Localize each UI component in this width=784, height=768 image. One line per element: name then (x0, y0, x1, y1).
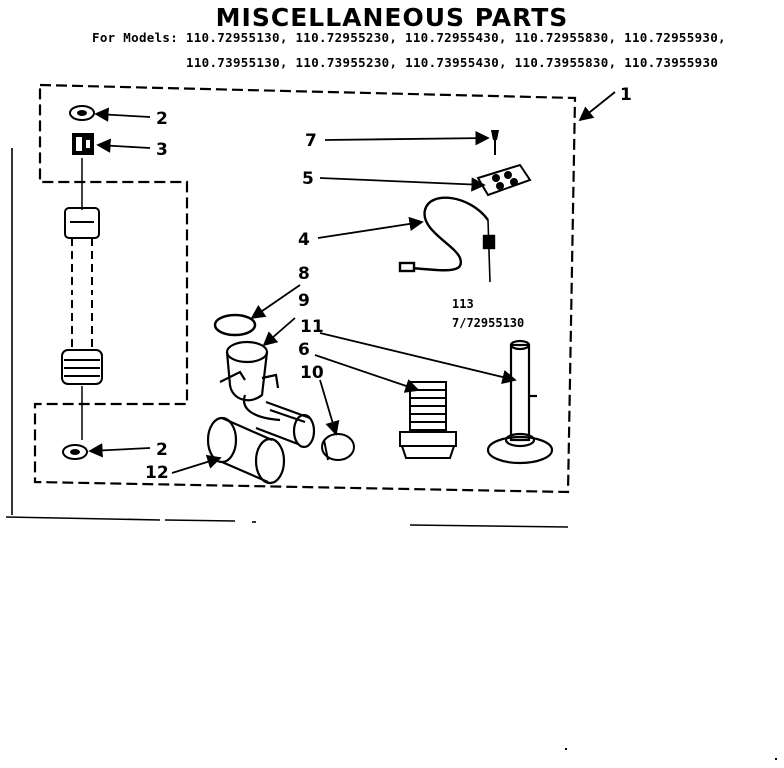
models-line-1: For Models: 110.72955130, 110.72955230, … (92, 30, 726, 45)
callout-11: 11 (300, 317, 324, 337)
clamp-ring-part (321, 433, 355, 461)
leader-lines (88, 91, 616, 474)
o-ring-part (213, 313, 257, 337)
clip-part (476, 163, 532, 197)
scan-specks (565, 748, 777, 760)
post-base-part (486, 339, 554, 465)
page-title: MISCELLANEOUS PARTS (215, 3, 569, 32)
callout-5: 5 (302, 169, 314, 189)
callout-10: 10 (300, 363, 324, 383)
callout-3: 3 (156, 140, 168, 160)
callout-labels: 1 2 3 7 5 4 8 9 11 6 10 2 12 (145, 85, 632, 483)
callout-12: 12 (145, 463, 169, 483)
shaft-nut (72, 133, 94, 155)
callout-7: 7 (305, 131, 317, 151)
shaft-upper-coupling (64, 207, 100, 295)
scan-border-lines (5, 148, 569, 528)
kit-outline (33, 83, 577, 494)
cord-part (398, 196, 496, 283)
shaft-washer-top (69, 105, 95, 121)
models-line-2: 110.73955130, 110.73955230, 110.73955430… (186, 55, 719, 70)
callout-8: 8 (298, 264, 310, 284)
diagram-id-line-2: 7/72955130 (452, 316, 524, 330)
callout-2-top: 2 (156, 109, 168, 129)
shaft-washer-bottom (62, 444, 88, 460)
callout-1: 1 (620, 85, 632, 105)
spring-cap-part (399, 381, 457, 459)
coupler-tube-part (206, 416, 286, 485)
hose-elbow-part (219, 340, 281, 422)
screw-part (491, 130, 499, 155)
callout-9: 9 (298, 291, 310, 311)
hose-tube-part (255, 400, 316, 449)
shaft-lower-coupling (61, 300, 103, 385)
callout-4: 4 (298, 230, 310, 250)
diagram-id-line-1: 113 (452, 297, 474, 311)
callout-6: 6 (298, 340, 310, 360)
callout-2-bottom: 2 (156, 440, 168, 460)
